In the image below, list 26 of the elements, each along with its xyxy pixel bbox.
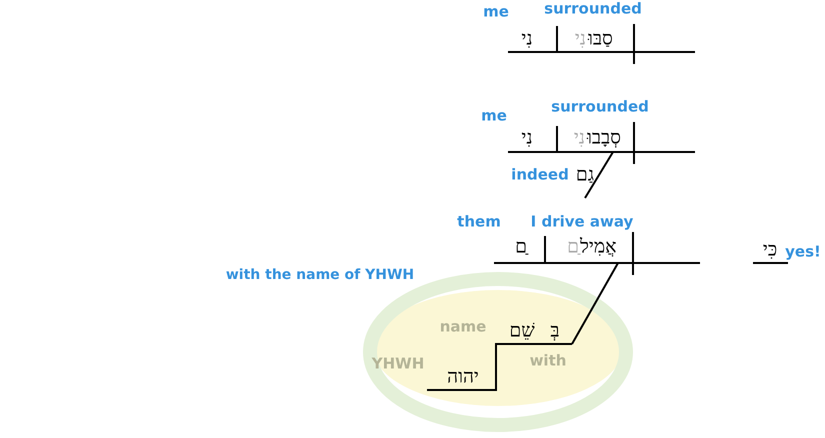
hebrew-word: נִי <box>521 126 533 151</box>
gloss-text: me <box>481 107 507 125</box>
gloss-text: YHWH <box>372 355 424 373</box>
implied-suffix: נִי <box>574 126 585 151</box>
hebrew-word: ַם <box>515 236 527 260</box>
hebrew-word: אֲמִיל <box>580 236 617 260</box>
implied-suffix: ַם <box>567 236 579 260</box>
gloss-text: name <box>440 318 486 336</box>
hebrew-word: נִי <box>521 28 533 52</box>
gloss-text: I drive away <box>530 213 634 231</box>
hebrew-word: סַבּוּ <box>588 28 613 52</box>
hebrew-word: גַם <box>576 164 594 188</box>
gloss-text: yes! <box>785 243 821 261</box>
implied-suffix: נִי <box>574 28 586 52</box>
gloss-text: indeed <box>511 166 569 184</box>
gloss-text: with the name of YHWH <box>226 266 414 284</box>
gloss-text: surrounded <box>551 98 649 116</box>
hebrew-word: סְבָבוּ <box>587 126 621 151</box>
hebrew-word: שֵׁם <box>509 320 535 344</box>
hebrew-word: כִּי <box>762 238 778 263</box>
gloss-text: me <box>483 3 509 21</box>
gloss-text: surrounded <box>544 0 642 18</box>
gloss-text: with <box>530 352 566 370</box>
gloss-text: them <box>457 213 501 231</box>
hebrew-word: יהוה <box>447 366 479 390</box>
hebrew-word: בְּ <box>550 320 560 344</box>
